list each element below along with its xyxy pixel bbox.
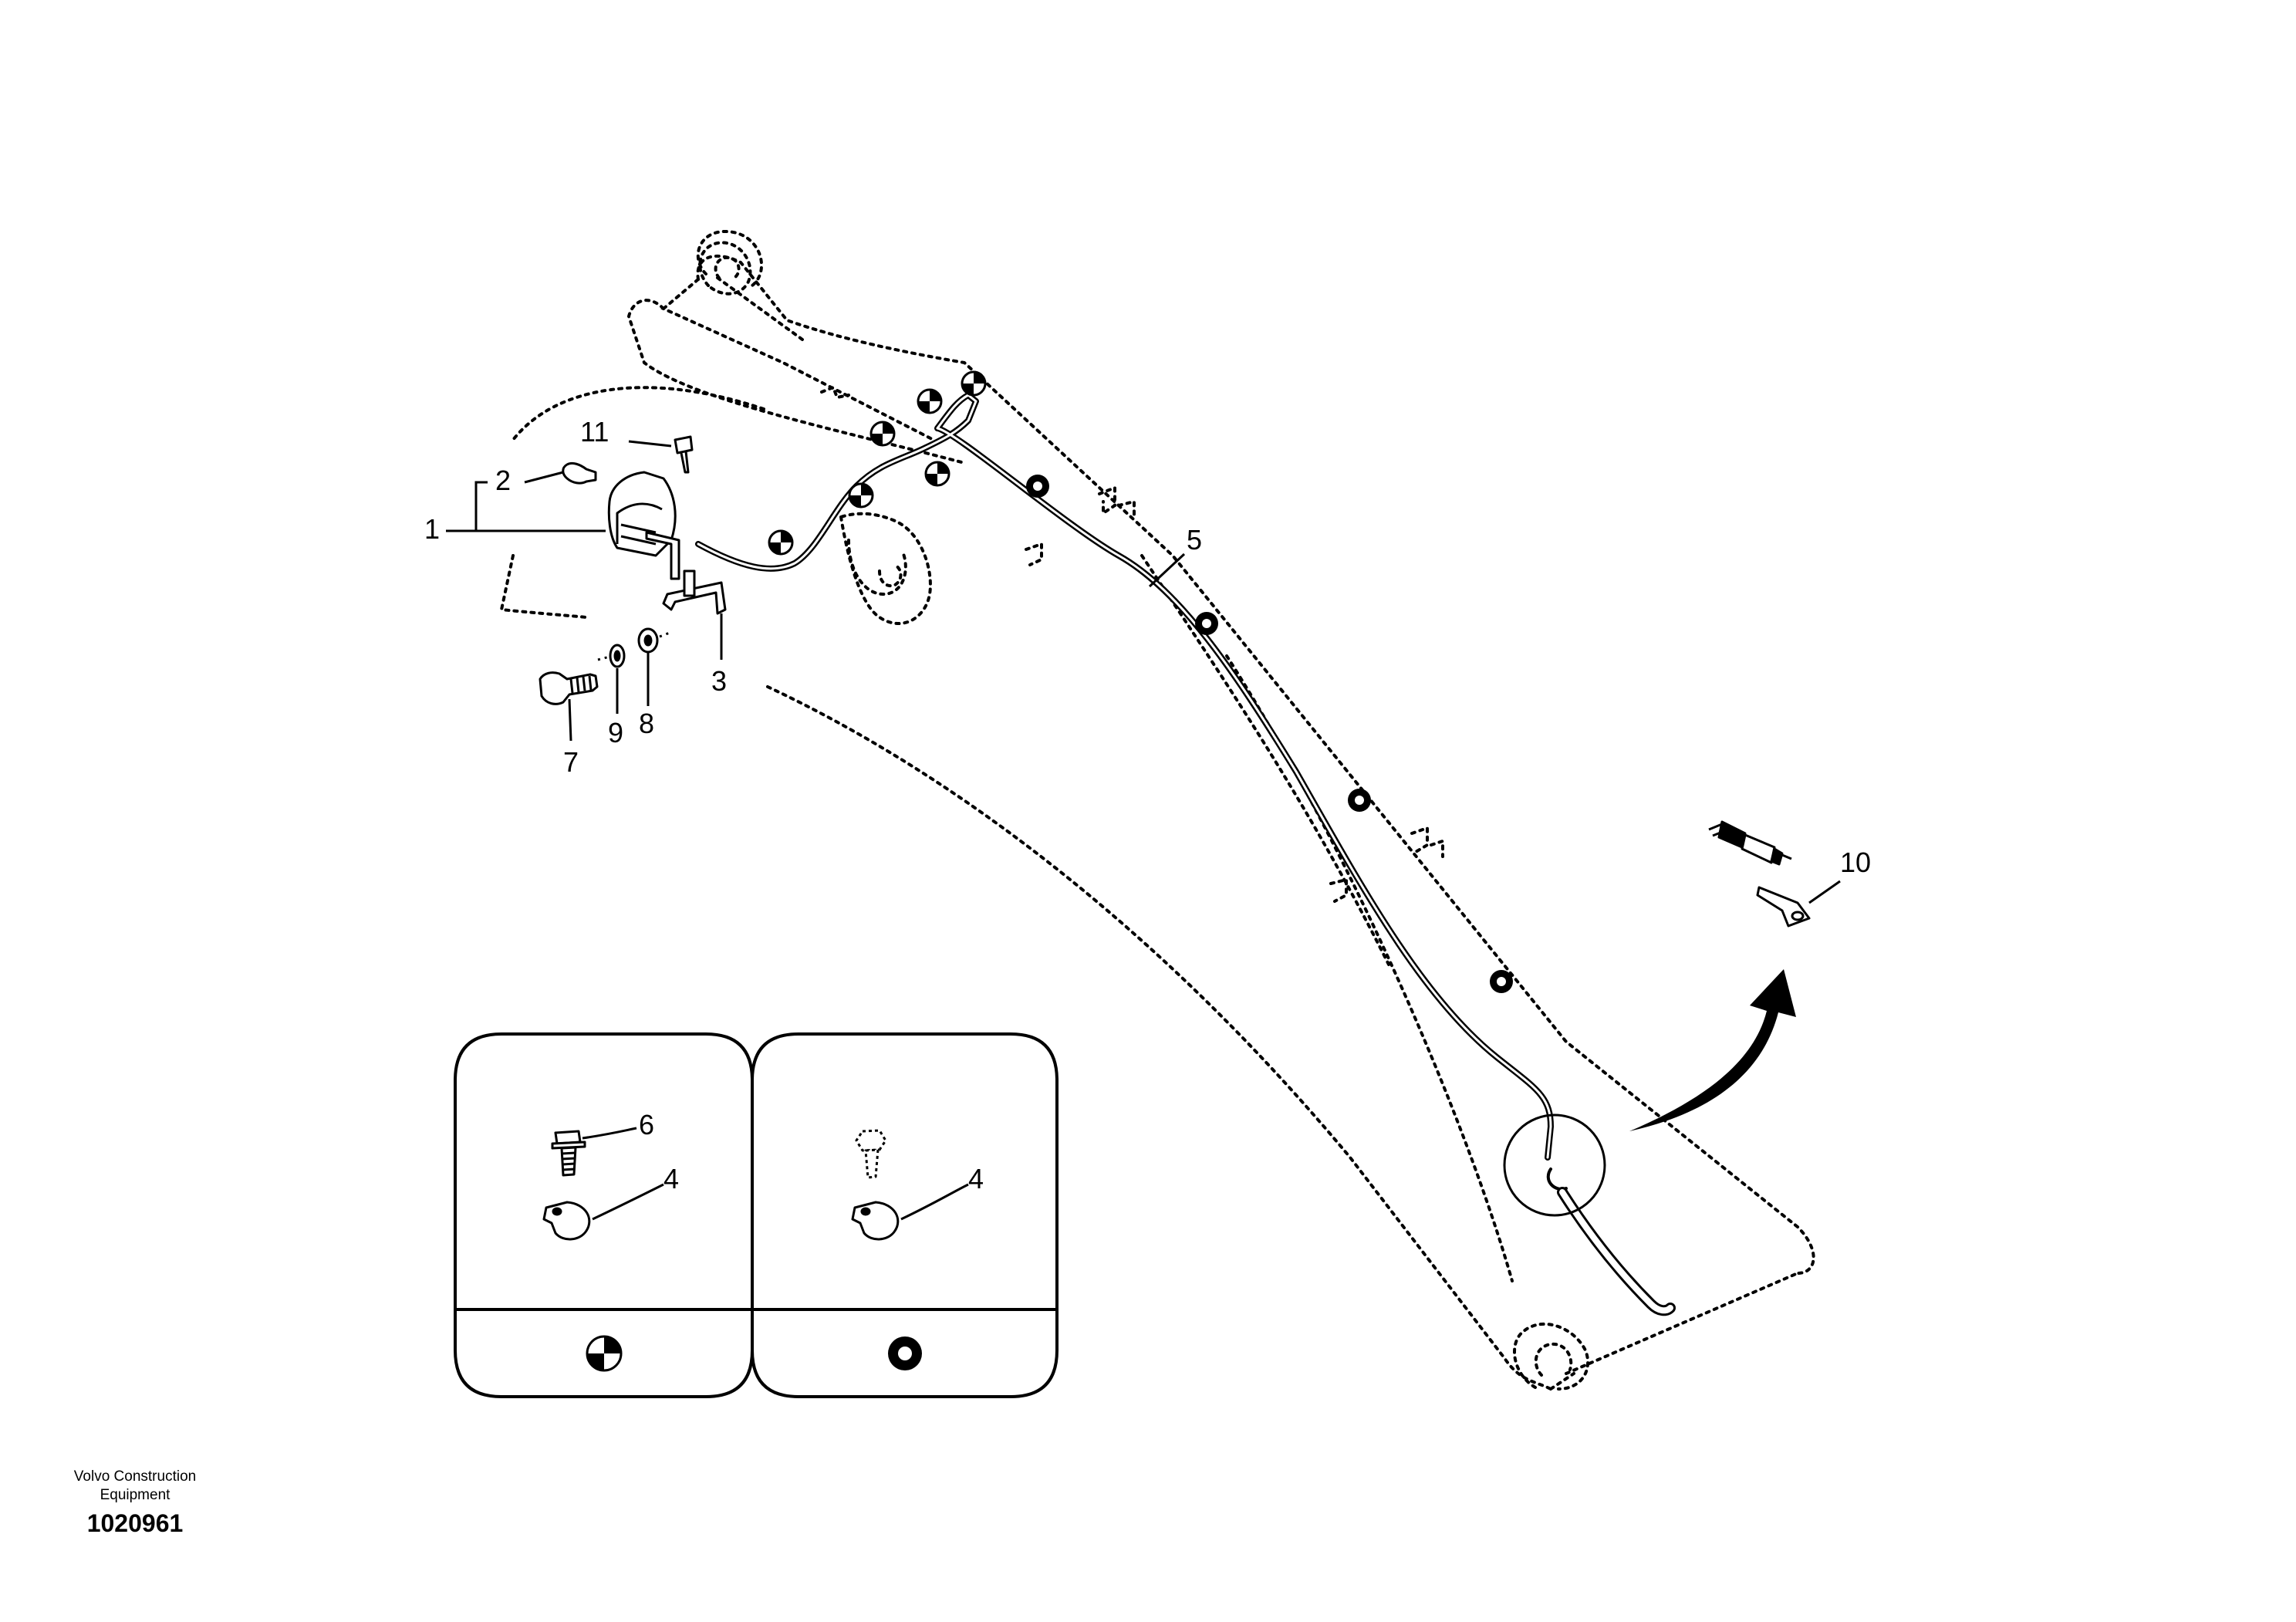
callout-11: 11	[580, 416, 609, 448]
callout-9: 9	[608, 717, 623, 748]
clamp-marker-crossed	[586, 1335, 623, 1372]
clamp-markers-type-a	[768, 370, 987, 556]
clamp-marker-crossed	[917, 388, 943, 414]
legend-box-type-a	[454, 1032, 754, 1398]
callout-10: 10	[1840, 846, 1871, 878]
clamp-marker-ring	[1490, 970, 1513, 993]
clamp-marker-crossed	[848, 482, 874, 509]
wire-harness	[695, 392, 1676, 1316]
clamp-marker-ring	[1195, 612, 1218, 635]
clamp-marker-crossed	[768, 529, 794, 556]
callout-6: 6	[639, 1109, 654, 1140]
clamp-marker-ring	[1348, 789, 1371, 812]
connector-detail-circle	[1503, 1113, 1606, 1217]
bolt-top	[674, 435, 694, 474]
publisher-name: Volvo Construction Equipment	[73, 1468, 197, 1503]
curved-arrow	[1629, 969, 1796, 1131]
lamp-bracket	[645, 531, 680, 580]
leader-lines	[446, 440, 1841, 904]
connector-assembly	[1708, 820, 1811, 928]
callout-7: 7	[563, 746, 579, 778]
callout-5: 5	[1187, 524, 1202, 556]
callout-2: 2	[495, 465, 511, 496]
callout-3: 3	[711, 665, 727, 697]
hose-clamp-4b	[851, 1201, 900, 1241]
self-tapping-screw	[855, 1129, 887, 1179]
callout-4a: 4	[663, 1163, 679, 1195]
bulb	[562, 461, 597, 485]
hose-clamp-4a	[542, 1201, 591, 1241]
clamp-marker-ring	[1026, 475, 1049, 498]
clamp-marker-crossed	[924, 461, 950, 487]
callout-labels: 1 2 11 3 8 9 7 5 10 6 4 4	[424, 416, 1871, 1195]
clamp-marker-ring	[888, 1336, 922, 1370]
callout-8: 8	[639, 708, 654, 739]
clamp-marker-crossed	[961, 370, 987, 397]
flange-bolt-6	[551, 1130, 586, 1177]
legend-box-type-b	[751, 1032, 1059, 1398]
clamp-marker-crossed	[869, 421, 896, 447]
mounting-bracket	[662, 581, 727, 615]
callout-4b: 4	[968, 1163, 984, 1195]
work-lamp-assembly	[539, 435, 727, 705]
clamp-markers-type-b	[1026, 475, 1513, 993]
drawing-number: 1020961	[86, 1509, 184, 1537]
callout-1: 1	[424, 513, 440, 545]
